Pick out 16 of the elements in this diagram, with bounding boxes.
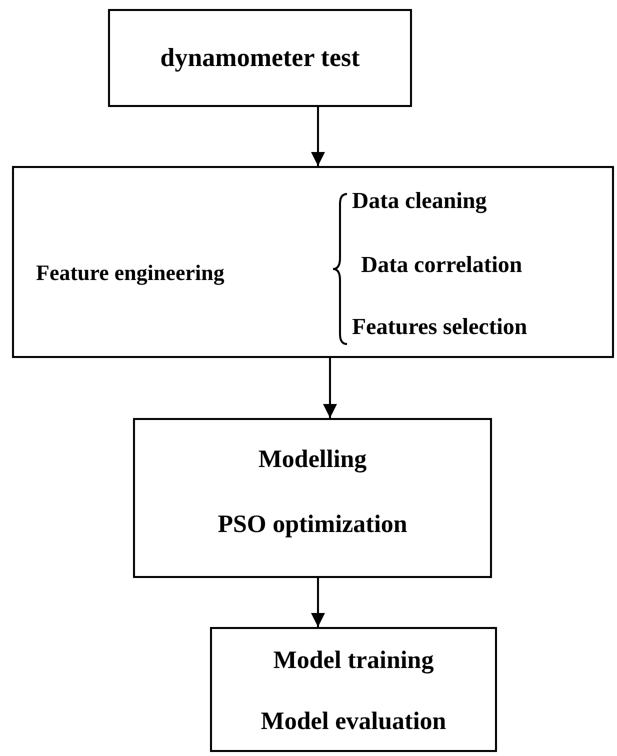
step-text: PSO optimization (216, 511, 408, 540)
step-text: dynamometer test (159, 43, 361, 73)
arrow (311, 578, 325, 627)
heading-text: Feature engineering (36, 260, 224, 286)
process-box (108, 9, 412, 107)
arrow (323, 358, 337, 418)
step-text: Modelling (257, 446, 368, 475)
step-text: Model evaluation (260, 708, 448, 737)
step-text: Model training (272, 647, 435, 676)
arrow (311, 107, 325, 166)
process-box (210, 627, 497, 752)
process-box (12, 166, 614, 358)
step-text: Data correlation (361, 252, 522, 278)
process-box (133, 418, 492, 578)
step-text: Features selection (352, 314, 528, 340)
step-text: Data cleaning (352, 188, 487, 214)
